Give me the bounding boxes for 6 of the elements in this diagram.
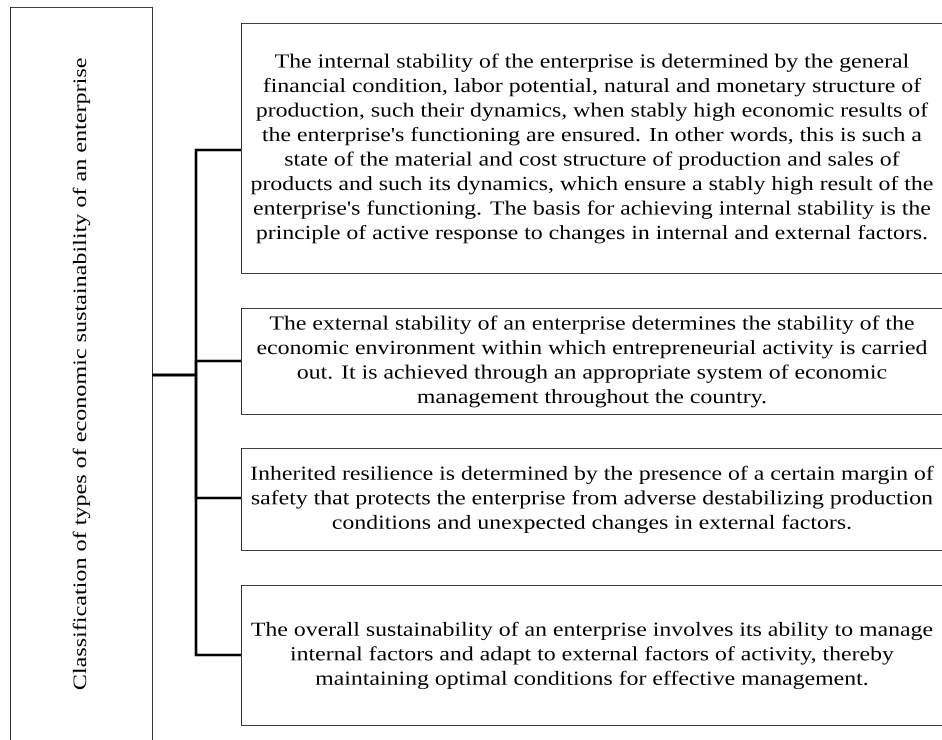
description-box: Inherited resilience is determined by the presence of a certain margin of safety that protects the enterprise from adverse destabilizing production conditions and unexpected changes in external factors. [241,448,942,551]
description-box: The internal stability of the enterprise is determined by the general financial condition, labor potential, natural and monetary structure of production, such their dynamics, when stably high economic results of the enterprise's functioning are ensured. In other words, this is such a state of the material and cost structure of production and sales of products and such its dynamics, which ensure a stably high result of the enterprise's functioning. The basis for achieving internal stability is the principle of active response to changes in internal and external factors. [241,23,942,274]
description-box: The overall sustainability of an enterprise involves its ability to manage internal factors and adapt to external factors of activity, thereby maintaining optimal conditions for effective management. [241,585,942,726]
description-box: The external stability of an enterprise determines the stability of the economic environment within which entrepreneurial activity is carried out. It is achieved through an appropriate system of economic management throughout the country. [241,308,942,415]
connector-line [152,374,241,656]
category-box: Classification of types of economic sustainability of an enterprise [10,7,153,740]
